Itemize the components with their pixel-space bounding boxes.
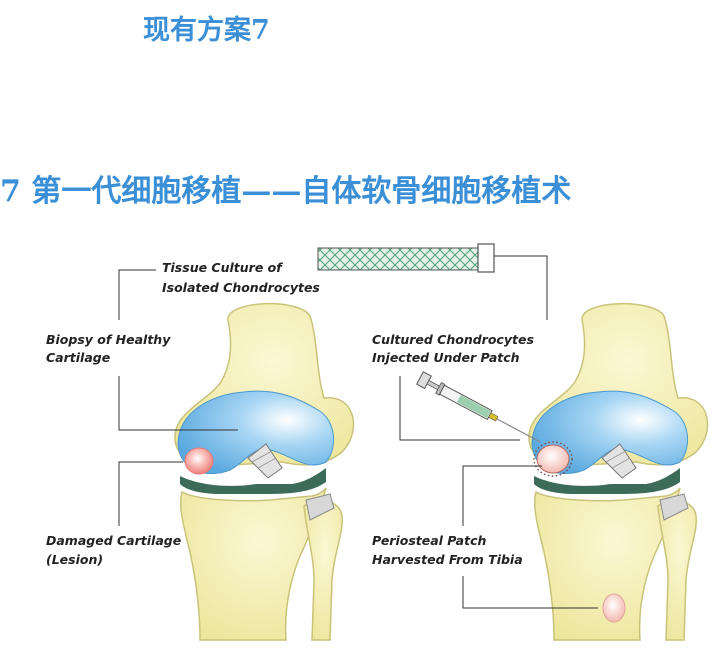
right-knee bbox=[528, 302, 709, 641]
leader-vessel-to-right bbox=[494, 255, 548, 320]
leader-tissue-culture bbox=[118, 269, 156, 320]
right-meniscus bbox=[534, 468, 680, 494]
right-tibia bbox=[533, 487, 681, 641]
right-femoral-cartilage bbox=[531, 390, 689, 475]
leader-cultured bbox=[399, 376, 520, 441]
label-periosteal-2: Harvested From Tibia bbox=[372, 552, 523, 567]
left-meniscus bbox=[180, 468, 326, 494]
left-fibula bbox=[303, 499, 343, 641]
leader-biopsy bbox=[118, 376, 238, 431]
label-biopsy-2: Cartilage bbox=[46, 350, 110, 365]
left-ligament bbox=[247, 443, 283, 479]
left-femoral-cartilage bbox=[177, 390, 335, 475]
leader-harvest bbox=[462, 576, 598, 609]
label-tissue-culture-2: Isolated Chondrocytes bbox=[162, 280, 320, 295]
leader-periosteal bbox=[462, 465, 542, 526]
leader-lines bbox=[118, 255, 598, 609]
syringe bbox=[416, 371, 541, 443]
left-knee bbox=[174, 302, 355, 641]
page-heading: 现有方案7 bbox=[143, 15, 270, 46]
label-tissue-culture-1: Tissue Culture of bbox=[162, 260, 283, 275]
tibia-harvest-site bbox=[602, 593, 626, 623]
section-title: 7 第一代细胞移植——自体软骨细胞移植术 bbox=[0, 174, 572, 209]
right-periosteal-patch bbox=[533, 441, 573, 477]
label-biopsy-1: Biopsy of Healthy bbox=[46, 332, 171, 347]
label-cultured-2: Injected Under Patch bbox=[372, 350, 520, 365]
diagram-labels: Tissue Culture of Isolated Chondrocytes … bbox=[46, 260, 534, 567]
label-damaged-2: (Lesion) bbox=[46, 552, 103, 567]
left-lesion bbox=[184, 447, 214, 475]
label-cultured-1: Cultured Chondrocytes bbox=[372, 332, 534, 347]
label-periosteal-1: Periosteal Patch bbox=[372, 533, 486, 548]
right-ligament bbox=[601, 443, 637, 479]
left-tibia bbox=[179, 487, 327, 641]
label-damaged-1: Damaged Cartilage bbox=[46, 533, 181, 548]
right-fibula bbox=[657, 499, 697, 641]
leader-damaged bbox=[118, 461, 183, 526]
culture-vessel bbox=[317, 243, 495, 273]
